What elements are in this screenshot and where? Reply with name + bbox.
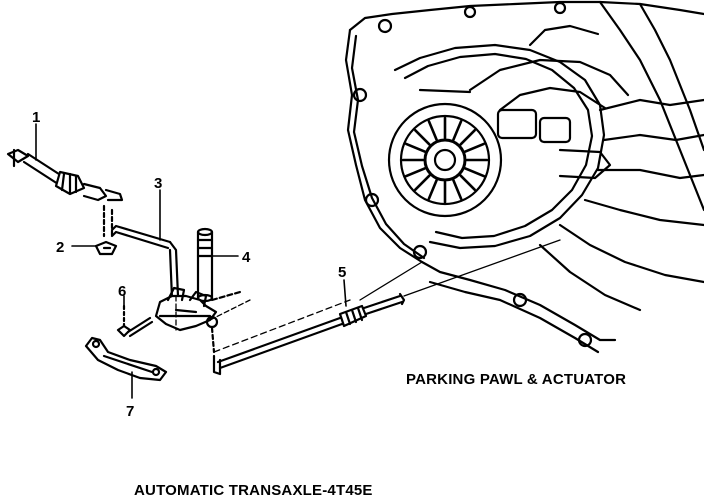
shift-cable — [6, 148, 124, 202]
diagram-title: AUTOMATIC TRANSAXLE-4T45E — [134, 482, 373, 499]
spline-tooth — [464, 167, 486, 178]
spline-tooth — [464, 142, 486, 153]
callout-leaders — [35, 123, 347, 399]
spline-tooth — [459, 129, 476, 146]
spline-tooth — [404, 167, 426, 178]
callout-2: 2 — [56, 239, 64, 256]
detent-lever — [154, 286, 219, 354]
park-lever — [84, 336, 168, 382]
assembly-lines — [175, 239, 561, 353]
callout-5: 5 — [338, 264, 346, 281]
spline-tooth — [404, 142, 426, 153]
spline-tooth — [452, 179, 463, 201]
callout-6: 6 — [118, 283, 126, 300]
manual-shaft — [196, 227, 242, 303]
retaining-clip — [94, 204, 118, 256]
transaxle-housing — [344, 0, 704, 354]
converter-splines — [401, 116, 489, 204]
actuator-rod — [212, 292, 406, 376]
callout-3: 3 — [154, 175, 162, 192]
callout-1: 1 — [32, 109, 40, 126]
diagram-subtitle: PARKING PAWL & ACTUATOR — [406, 371, 627, 388]
spline-tooth — [452, 119, 463, 141]
spline-tooth — [427, 119, 438, 141]
spline-tooth — [427, 179, 438, 201]
spline-tooth — [414, 129, 431, 146]
spline-tooth — [414, 174, 431, 191]
bolt — [116, 304, 154, 338]
spline-tooth — [459, 174, 476, 191]
callout-labels: 1 2 3 4 5 6 7 — [32, 109, 346, 420]
callout-4: 4 — [242, 249, 251, 266]
callout-7: 7 — [126, 403, 134, 420]
